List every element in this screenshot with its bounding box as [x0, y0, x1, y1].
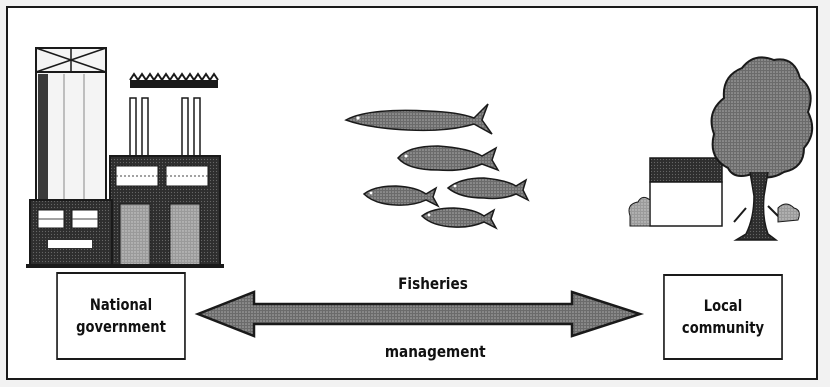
arrow-top-label: Fisheries: [398, 274, 468, 293]
house-icon: [629, 158, 722, 226]
fish-icon: [346, 104, 492, 134]
national-government-label-line1: National: [76, 294, 166, 316]
tree-icon: [712, 57, 813, 240]
arrow-bottom-label: management: [385, 342, 486, 361]
national-government-box: National government: [56, 272, 186, 360]
fish-icon: [448, 178, 528, 200]
fish-school-icon: [346, 104, 528, 228]
diagram-frame: National government Local community Fish…: [6, 6, 818, 380]
fish-icon: [422, 208, 496, 228]
local-community-box: Local community: [663, 274, 783, 360]
double-arrow-icon: [198, 292, 640, 336]
local-community-label-line2: community: [682, 317, 764, 339]
fish-icon: [364, 186, 438, 206]
local-community-label-line1: Local: [682, 295, 764, 317]
national-government-label-line2: government: [76, 316, 166, 338]
factory-icon: [26, 48, 224, 268]
fish-icon: [398, 146, 498, 170]
